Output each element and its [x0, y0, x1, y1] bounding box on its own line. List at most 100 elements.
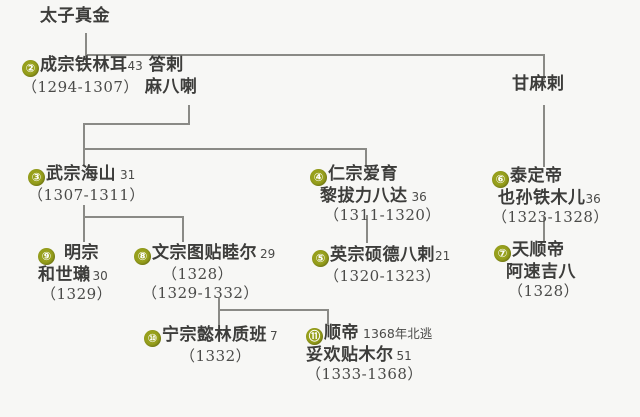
- node-chengzong-age: 43: [127, 59, 143, 73]
- badge-11: ⑪: [306, 328, 323, 345]
- node-ningzong-reign: （1332）: [180, 347, 252, 365]
- connector-chengzong-stem: [188, 105, 190, 125]
- node-wuzong-age: 31: [120, 168, 136, 182]
- node-renzong-name2: 黎拔力八达: [320, 186, 408, 206]
- node-taidingdi-age: 36: [585, 192, 601, 206]
- node-mingzong-age: 30: [92, 269, 108, 283]
- node-mingzong-name2: 和世瓎: [38, 265, 91, 285]
- node-shundi-name: 顺帝: [324, 323, 359, 343]
- connector-to-wuzong: [83, 148, 85, 166]
- connector-wuzong-stem: [83, 205, 85, 217]
- connector-to-shundi: [327, 309, 329, 326]
- node-tianshundi-line2: 阿速吉八: [494, 262, 579, 282]
- node-wenzong-reign2: （1329-1332）: [142, 283, 259, 302]
- node-mingzong-name: 明宗: [64, 243, 99, 263]
- badge-7: ⑦: [494, 245, 511, 262]
- connector-chengzong-left-drop: [83, 123, 85, 151]
- node-chengzong-line2: （1294-1307）麻八喇: [22, 77, 197, 97]
- node-renzong-line3: （1311-1320）: [310, 206, 441, 225]
- node-renzong-age: 36: [411, 190, 427, 204]
- node-ganmala[interactable]: 甘麻剌: [512, 74, 565, 94]
- node-taidingdi-name: 泰定帝: [510, 166, 563, 186]
- node-yingzong-reign: （1320-1323）: [324, 267, 441, 285]
- node-taidingdi-line3: （1323-1328）: [492, 208, 609, 227]
- node-wuzong-name: 武宗海山: [46, 164, 116, 184]
- connector-to-ningzong: [218, 309, 220, 326]
- node-renzong-name: 仁宗爱育: [328, 164, 398, 184]
- node-mingzong-line1: ⑨ 明宗: [38, 243, 112, 265]
- node-zhenjin[interactable]: 太子真金: [40, 6, 110, 26]
- node-ningzong-age: 7: [270, 329, 278, 343]
- badge-10: ⑩: [144, 330, 161, 347]
- connector-root-bar: [85, 54, 545, 56]
- connector-bottom-bar: [218, 309, 328, 311]
- connector-chengzong-bar-upper: [83, 123, 190, 125]
- node-ningzong-line2: （1332）: [144, 347, 278, 366]
- connector-taidingdi-to-tianshundi: [543, 217, 545, 241]
- connector-chengzong-bar-lower: [83, 148, 366, 150]
- connector-root-to-chengzong: [85, 54, 87, 62]
- node-yingzong-name: 英宗硕德八剌: [330, 245, 435, 265]
- node-shundi-note: 1368年北逃: [363, 326, 433, 341]
- node-taidingdi-name2: 也孙铁木儿: [498, 188, 586, 208]
- badge-4: ④: [310, 169, 327, 186]
- node-wenzong-reign: （1328）: [162, 265, 234, 283]
- node-chengzong-consort: 答剌: [148, 55, 184, 75]
- badge-3: ③: [28, 169, 45, 186]
- node-tianshundi-name2: 阿速吉八: [506, 262, 576, 282]
- node-wenzong-line2: （1328）: [134, 265, 275, 284]
- connector-to-mingzong: [83, 216, 85, 242]
- badge-6: ⑥: [492, 171, 509, 188]
- node-ningzong-name: 宁宗懿林质班: [162, 325, 267, 345]
- node-tianshundi-reign: （1328）: [508, 282, 580, 301]
- connector-to-wenzong: [182, 216, 184, 242]
- node-taidingdi-line2: 也孙铁木儿36: [492, 188, 609, 208]
- node-renzong-reign: （1311-1320）: [324, 206, 441, 225]
- node-shundi-line3: （1333-1368）: [306, 365, 432, 384]
- node-tianshundi-name: 天顺帝: [512, 240, 565, 260]
- node-yingzong-line2: （1320-1323）: [312, 267, 450, 286]
- badge-2: ②: [22, 60, 39, 77]
- node-chengzong-consort2: 麻八喇: [144, 77, 198, 97]
- connector-wenzong-stem: [218, 298, 220, 310]
- badge-8: ⑧: [134, 248, 151, 265]
- connector-renzong-to-yingzong: [366, 215, 368, 243]
- badge-9: ⑨: [38, 248, 55, 265]
- node-taidingdi-reign: （1323-1328）: [492, 208, 609, 227]
- node-chengzong-name: 成宗铁林耳: [40, 55, 128, 75]
- node-shundi-name2: 妥欢贴木尔: [306, 345, 394, 365]
- badge-5: ⑤: [312, 250, 329, 267]
- node-wuzong-line2: （1307-1311）: [28, 186, 145, 205]
- node-shundi-reign: （1333-1368）: [306, 365, 423, 384]
- node-shundi-age: 51: [396, 349, 412, 363]
- connector-root-stem: [85, 33, 87, 55]
- node-wenzong-age: 29: [260, 247, 276, 261]
- connector-to-renzong: [365, 148, 367, 166]
- connector-wuzong-bar: [83, 216, 183, 218]
- node-ganmala-name: 甘麻剌: [512, 74, 565, 94]
- node-wenzong-name: 文宗图贴睦尔: [152, 243, 257, 263]
- node-mingzong-line3: （1329）: [38, 285, 112, 304]
- node-zhenjin-name: 太子真金: [40, 6, 110, 26]
